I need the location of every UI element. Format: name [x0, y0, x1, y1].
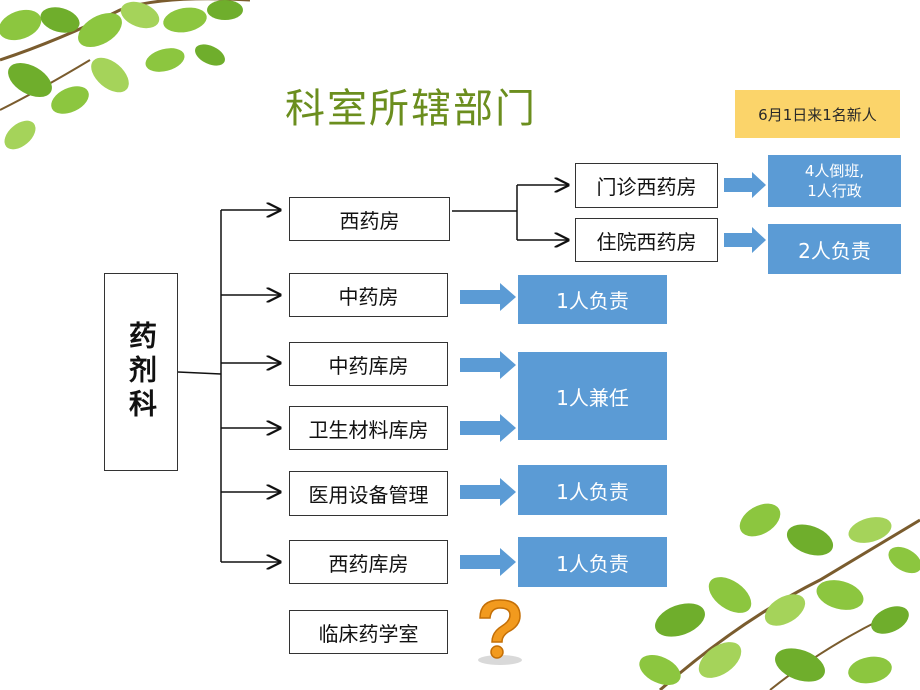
dept-west-medicine-store: 西药库房 [289, 540, 448, 584]
dept-chinese-pharmacy: 中药房 [289, 273, 448, 317]
dept-medical-equipment-mgmt: 医用设备管理 [289, 471, 448, 516]
staff-shared-stores: 1人兼任 [518, 352, 667, 440]
dept-clinical-pharmacy-room: 临床药学室 [289, 610, 448, 654]
staff-chinese-pharmacy: 1人负责 [518, 275, 667, 324]
dept-inpatient-west-pharmacy: 住院西药房 [575, 218, 718, 262]
page-title: 科室所辖部门 [285, 86, 537, 132]
staff-outpatient-line2: 1人行政 [807, 182, 862, 200]
staff-inpatient: 2人负责 [768, 224, 901, 274]
staff-outpatient-line1: 4人倒班, [804, 162, 865, 180]
dept-west-pharmacy: 西药房 [289, 197, 450, 241]
dept-outpatient-west-pharmacy: 门诊西药房 [575, 163, 718, 208]
new-staff-note: 6月1日来1名新人 [735, 90, 900, 138]
root-label: 药剂科 [125, 321, 158, 423]
question-mark-icon [478, 599, 522, 665]
root-pharmacy-dept: 药剂科 [104, 273, 178, 471]
staff-outpatient: 4人倒班, 1人行政 [768, 155, 901, 207]
dept-chinese-medicine-store: 中药库房 [289, 342, 448, 386]
staff-west-store: 1人负责 [518, 537, 667, 587]
staff-equipment: 1人负责 [518, 465, 667, 515]
dept-sanitary-materials-store: 卫生材料库房 [289, 406, 448, 450]
